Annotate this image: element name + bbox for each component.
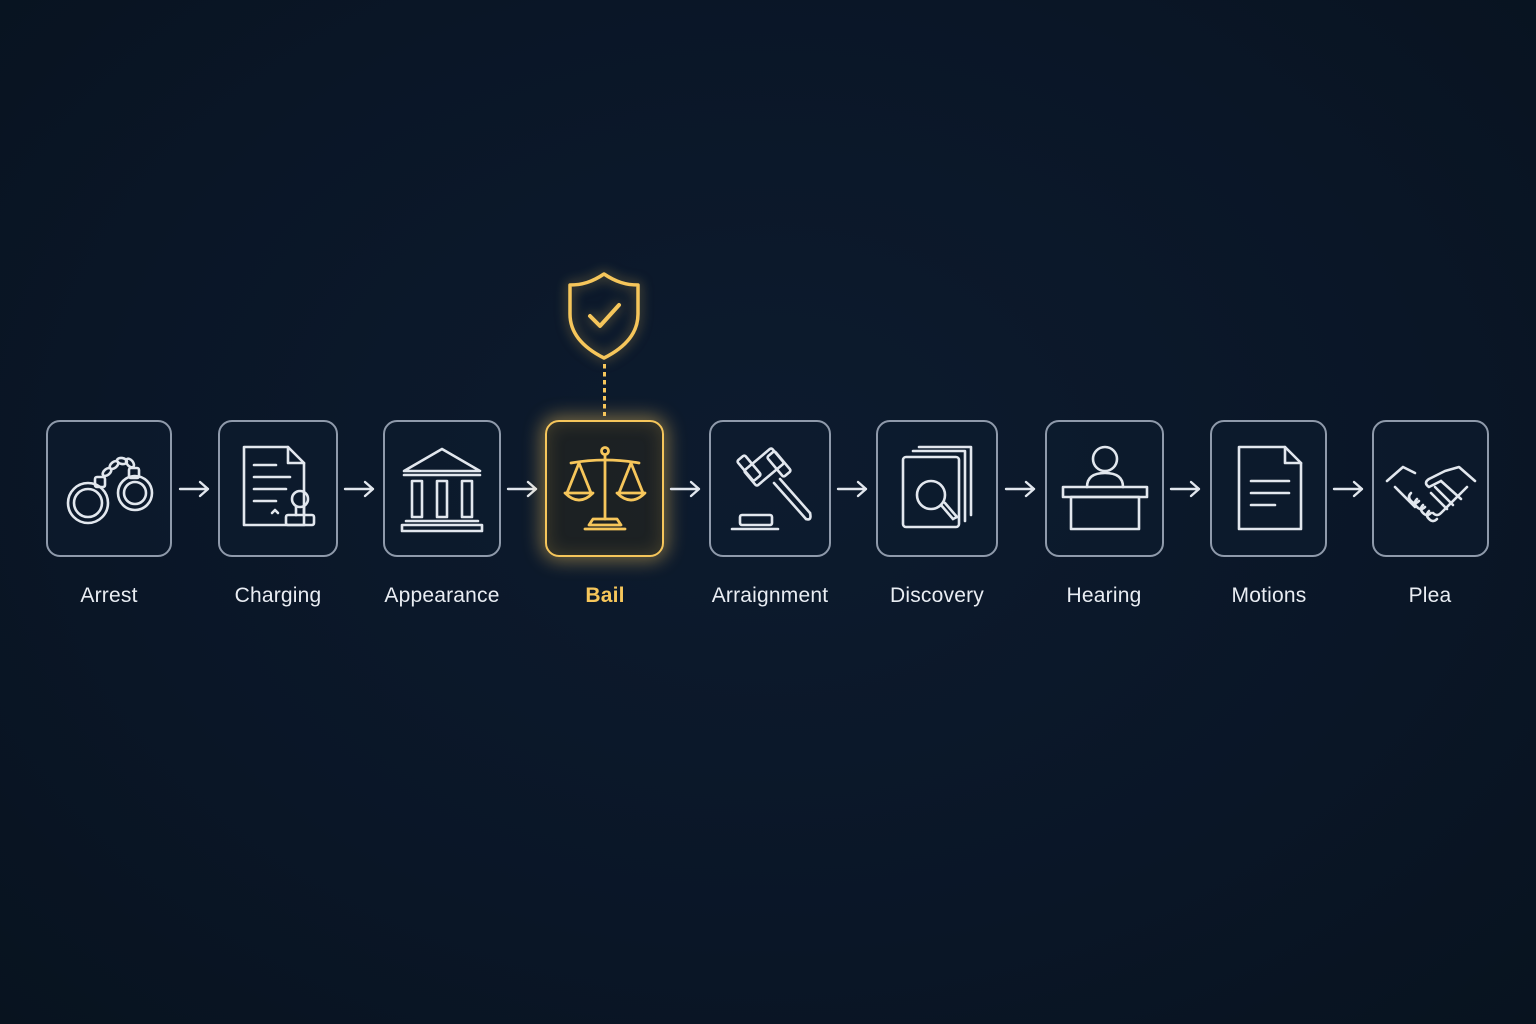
step-label-arraignment: Arraignment: [711, 584, 829, 607]
handcuffs-icon: [66, 456, 154, 524]
step-plea[interactable]: [1372, 420, 1489, 557]
scales-of-justice-icon: [563, 445, 646, 530]
step-arrest[interactable]: [46, 420, 172, 557]
step-label-hearing: Hearing: [1066, 584, 1142, 607]
flow-arrow: [1332, 477, 1366, 501]
shield-check-icon: [568, 272, 640, 360]
step-appearance[interactable]: [383, 420, 501, 557]
step-label-plea: Plea: [1408, 584, 1452, 607]
courthouse-icon: [400, 447, 484, 532]
gavel-icon: [730, 446, 812, 530]
judge-bench-icon: [1061, 445, 1148, 530]
step-label-arrest: Arrest: [80, 584, 138, 607]
step-charging[interactable]: [218, 420, 338, 557]
step-label-appearance: Appearance: [384, 584, 500, 607]
document-icon: [1237, 445, 1302, 530]
flow-arrow: [1169, 477, 1203, 501]
step-arraignment[interactable]: [709, 420, 831, 557]
step-motions[interactable]: [1210, 420, 1327, 557]
step-label-discovery: Discovery: [890, 584, 984, 607]
step-label-motions: Motions: [1231, 584, 1307, 607]
flow-arrow: [178, 477, 212, 501]
flow-arrow: [836, 477, 870, 501]
step-label-bail: Bail: [585, 584, 625, 607]
document-stamp-icon: [242, 445, 316, 526]
step-bail[interactable]: [545, 420, 664, 557]
flow-arrow: [506, 477, 540, 501]
documents-search-icon: [901, 445, 973, 528]
flow-arrow: [343, 477, 377, 501]
step-discovery[interactable]: [876, 420, 998, 557]
step-hearing[interactable]: [1045, 420, 1164, 557]
step-label-charging: Charging: [234, 584, 322, 607]
handshake-icon: [1385, 465, 1476, 522]
flow-arrow: [669, 477, 703, 501]
highlight-connector: [603, 364, 606, 416]
flow-arrow: [1004, 477, 1038, 501]
